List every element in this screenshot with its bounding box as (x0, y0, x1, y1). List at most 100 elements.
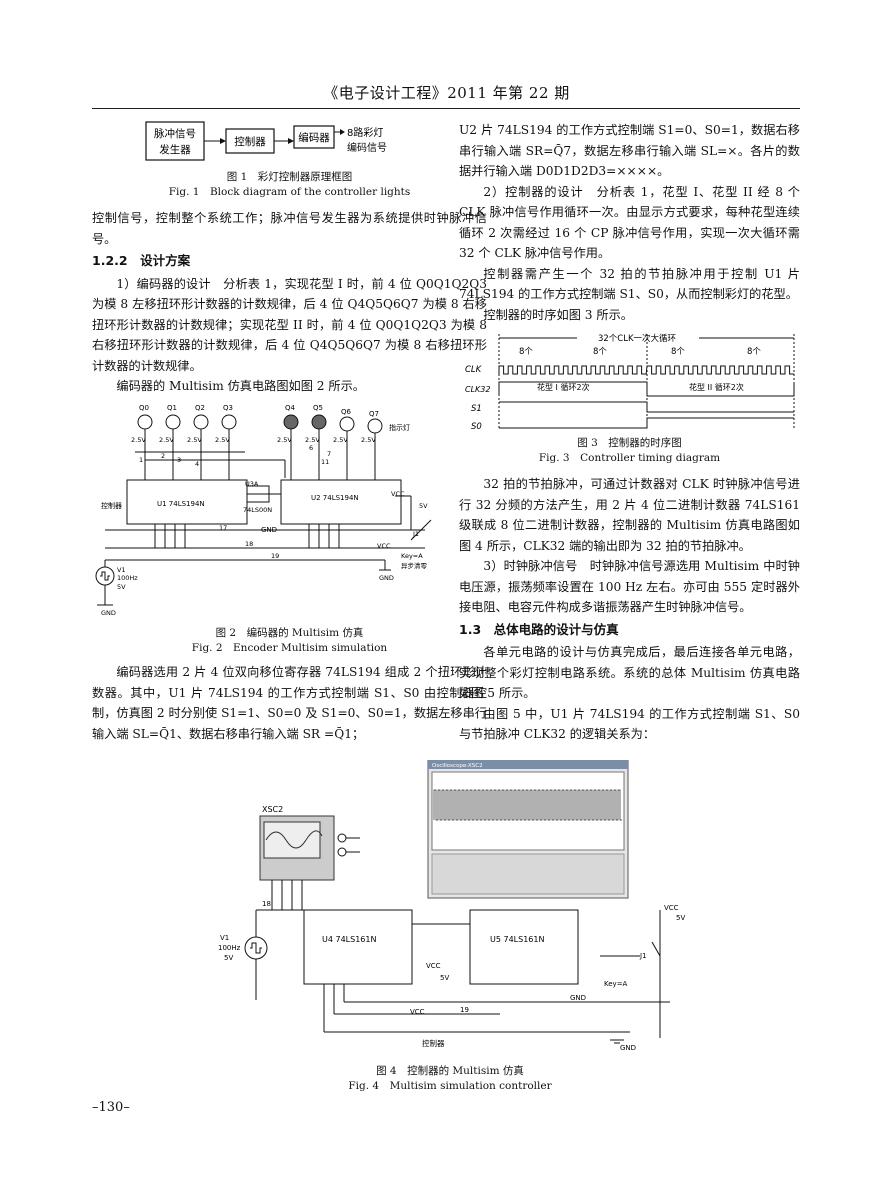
fig2-indicator-label: 指示灯 (389, 423, 410, 432)
fig4-u4-label: U4 74LS161N (322, 935, 376, 944)
left-paragraph-0: 控制信号，控制整个系统工作；脉冲信号发生器为系统提供时钟脉冲信号。 (92, 211, 487, 246)
fig2-volt-q5: 2.5V (305, 436, 320, 444)
fig3-clk32-label: CLK32 (465, 385, 490, 394)
fig2-vcc-label-bottom: VCC (377, 542, 391, 550)
right-paragraph-7: 各单元电路的设计与仿真完成后，最后连接各单元电路，实现整个彩灯控制电路系统。系统… (459, 645, 800, 700)
fig2-5v-label: 5V (419, 502, 428, 510)
fig2-lamp-q7 (367, 418, 383, 434)
fig1-box-encoder-label: 编码器 (298, 131, 330, 144)
fig2-source-5v-label: 5V (117, 583, 126, 591)
fig4-5v-label: 5V (224, 954, 233, 962)
fig4-chip-u4 (303, 909, 413, 985)
fig2-volt-q3: 2.5V (215, 436, 230, 444)
right-paragraph-5: 32 拍的节拍脉冲，可通过计数器对 CLK 时钟脉冲信号进行 32 分频的方法产… (459, 477, 800, 553)
fig2-volt-q7: 2.5V (361, 436, 376, 444)
fig4-node-18: 18 (262, 900, 271, 908)
left-paragraph-2: 编码器的 Multisim 仿真电路图如图 2 所示。 (116, 379, 365, 393)
fig2-lamp-q1 (165, 414, 181, 430)
fig2-key-label: Key=A (401, 552, 423, 560)
fig2-lamp-q4 (283, 414, 299, 430)
fig2-lamp-q2 (193, 414, 209, 430)
fig2-lamp-q0 (137, 414, 153, 430)
fig2-label-q5: Q5 (313, 404, 323, 412)
section-heading-1-2-2: 1.2.2 设计方案 (92, 253, 191, 268)
fig3-caption: 图 3 控制器的时序图 Fig. 3 Controller timing dia… (459, 436, 800, 466)
right-column-top: U2 片 74LS194 的工作方式控制端 S1=0、S0=1，数据右移串行输入… (459, 120, 800, 325)
fig4-gnd-bottom: GND (620, 1044, 636, 1052)
fig4-scope-title: Oscilloscope-XSC2 (432, 763, 483, 769)
fig4-xsc2-label: XSC2 (262, 805, 283, 814)
fig2-chip-u2 (280, 479, 402, 525)
fig2-volt-q0: 2.5V (131, 436, 146, 444)
fig3-eight-4: 8个 (747, 347, 761, 357)
fig3-eight-2: 8个 (593, 347, 607, 357)
fig4-u5-label: U5 74LS161N (490, 935, 544, 944)
right-column-bottom: 32 拍的节拍脉冲，可通过计数器对 CLK 时钟脉冲信号进行 32 分频的方法产… (459, 474, 800, 745)
fig4-scope-titlebar (428, 760, 628, 769)
fig2-volt-q1: 2.5V (159, 436, 174, 444)
fig2-volt-q2: 2.5V (187, 436, 202, 444)
fig2-ground-label: GND (101, 609, 116, 617)
fig3-s0-label: S0 (471, 422, 482, 432)
right-paragraph-1: U2 片 74LS194 的工作方式控制端 S1=0、S0=1，数据右移串行输入… (459, 123, 800, 178)
fig2-hz-label: 100Hz (117, 574, 138, 582)
fig4-gnd-mid: GND (570, 994, 586, 1002)
fig2-label-q0: Q0 (139, 404, 149, 412)
fig2-caption: 图 2 编码器的 Multisim 仿真 Fig. 2 Encoder Mult… (92, 626, 487, 656)
right-paragraph-4: 控制器的时序如图 3 所示。 (483, 307, 633, 322)
fig4-vcc-bottom: VCC (410, 1008, 425, 1016)
fig2-u3a-label: U3A (245, 480, 259, 488)
figure-3: 32个CLK一次大循环 8个 8个 8个 8个 CLK CLK32 花型 I 循… (459, 330, 800, 438)
fig4-5v-mid: 5V (440, 974, 449, 982)
fig2-lamp-q6 (339, 416, 355, 432)
fig2-async-label: 异步清零 (401, 561, 428, 570)
section-heading-1-3: 1.3 总体电路的设计与仿真 (459, 621, 619, 637)
fig2-caption-cn: 图 2 编码器的 Multisim 仿真 (215, 627, 364, 639)
fig2-u2-label: U2 74LS194N (311, 494, 359, 502)
fig2-node-2: 2 (161, 452, 165, 460)
fig4-caption-cn: 图 4 控制器的 Multisim 仿真 (376, 1065, 524, 1077)
fig2-u1-label: U1 74LS194N (157, 500, 205, 508)
fig4-j1-label: J1 (639, 952, 647, 960)
fig2-lamp-q3 (221, 414, 237, 430)
fig2-node-6: 6 (309, 444, 313, 452)
fig1-box-pulse-line2: 发生器 (159, 143, 191, 156)
fig2-v1-label: V1 (117, 566, 126, 574)
fig4-scope-wave (433, 789, 622, 821)
fig2-label-q4: Q4 (285, 404, 296, 412)
fig2-node-11: 11 (321, 458, 329, 466)
fig3-pattern2-label: 花型 II 循环2次 (689, 382, 744, 392)
fig1-arrowhead-3 (340, 129, 345, 135)
fig2-vcc-label-top: VCC (391, 490, 405, 498)
fig1-output-lights: 8路彩灯 (347, 126, 383, 139)
fig3-eight-1: 8个 (519, 347, 533, 357)
left-column-bottom: 编码器选用 2 片 4 位双向移位寄存器 74LS194 组成 2 个扭环形计数… (92, 662, 487, 744)
fig2-volt-q4: 2.5V (277, 436, 292, 444)
fig4-vcc-right: VCC (664, 904, 679, 912)
fig3-pattern1-label: 花型 I 循环2次 (537, 382, 590, 392)
fig4-node-19: 19 (460, 1006, 469, 1014)
fig1-output-code: 编码信号 (347, 141, 387, 154)
fig3-clk-label: CLK (465, 365, 483, 375)
journal-header: 《电子设计工程》2011 年第 22 期 (323, 84, 570, 102)
fig4-scope-controls (431, 853, 625, 895)
fig1-arrowhead-2 (288, 138, 294, 144)
fig2-controller-label: 控制器 (101, 501, 122, 510)
fig2-encoder-circuit: Q0 Q1 Q2 Q3 Q4 Q5 Q6 Q7 2.5V 2.5V 2.5V 2… (95, 404, 432, 617)
fig4-key-label: Key=A (604, 980, 628, 988)
fig2-label-q3: Q3 (223, 404, 233, 412)
fig2-node-7: 7 (327, 450, 331, 458)
fig3-clk-wave (498, 365, 795, 375)
fig3-top-label: 32个CLK一次大循环 (598, 333, 677, 344)
left-paragraph-1: 1）编码器的设计 分析表 1，实现花型 I 时，前 4 位 Q0Q1Q2Q3 为… (92, 276, 487, 373)
fig3-s1-wave (499, 401, 794, 413)
fig1-box-pulse-line1: 脉冲信号 (154, 127, 196, 140)
fig2-node-17: 17 (219, 524, 227, 532)
right-paragraph-3: 控制器需产生一个 32 拍的节拍脉冲用于控制 U1 片 74LS194 的工作方… (459, 266, 800, 302)
left-paragraph-3: 编码器选用 2 片 4 位双向移位寄存器 74LS194 组成 2 个扭环形计数… (92, 665, 487, 741)
header-rule (92, 108, 800, 109)
page-number: –130– (92, 1100, 130, 1115)
fig3-caption-en: Fig. 3 Controller timing diagram (538, 452, 721, 464)
fig4-5v-right: 5V (676, 914, 685, 922)
right-paragraph-6: 3）时钟脉冲信号 时钟脉冲信号源选用 Multisim 中时钟电压源，振荡频率设… (459, 559, 800, 614)
